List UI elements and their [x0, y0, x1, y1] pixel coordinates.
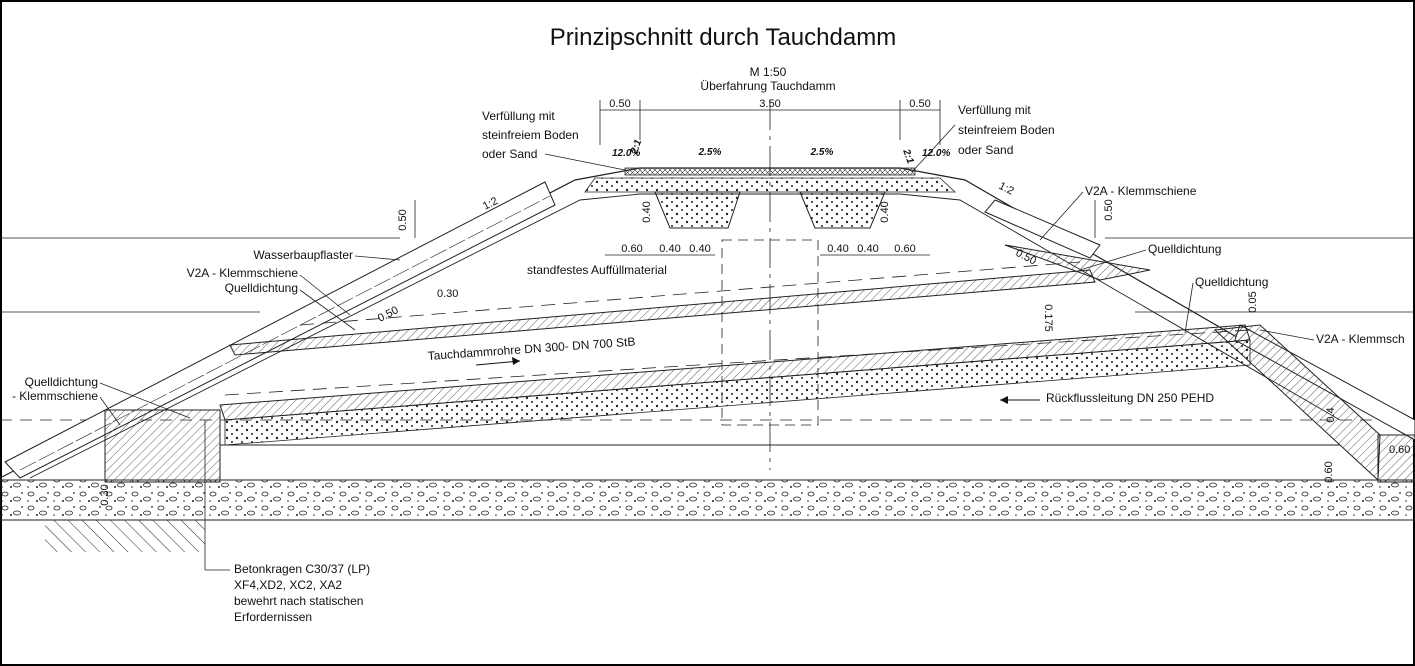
dim-trench-left: 0.40	[641, 201, 653, 222]
fill-left-line-1: steinfreiem Boden	[482, 128, 579, 142]
scale-label: M 1:50	[750, 65, 787, 79]
dim-left-030: 0.30	[437, 288, 458, 300]
slope-mid-left: 2.5%	[698, 147, 722, 158]
beton-line-3: Erfordernissen	[234, 610, 312, 624]
dim-left-050: 0.50	[376, 304, 401, 324]
shaft-outline	[721, 239, 819, 426]
fill-right-line-2: oder Sand	[958, 143, 1013, 157]
leader-quell-right-upper	[1079, 249, 1147, 271]
slope-left-pct: 12.0%	[612, 148, 640, 159]
top-dimension-line	[599, 100, 941, 145]
beton-line-1: XF4,XD2, XC2, XA2	[234, 578, 342, 592]
fill-right-line-0: Verfüllung mit	[958, 103, 1031, 117]
beton-line-0: Betonkragen C30/37 (LP)	[234, 562, 370, 576]
label-quell-right-lower: Quelldichtung	[1195, 275, 1268, 289]
dim-right-0175: 0.175	[1042, 304, 1054, 332]
return-pipe-dashed	[224, 329, 1251, 396]
dim-row-right-2: 0.60	[894, 243, 915, 255]
trench-left	[654, 191, 741, 229]
label-tauchdammrohre: Tauchdammrohre DN 300- DN 700 StB	[427, 335, 636, 363]
dim-right-04: 0.4	[1325, 407, 1337, 422]
dim-top-right: 0.50	[909, 98, 930, 110]
dim-top-left: 0.50	[609, 98, 630, 110]
label-standfest: standfestes Auffüllmaterial	[527, 263, 667, 277]
fill-left-line-0: Verfüllung mit	[482, 109, 555, 123]
slope-left-ratio: 2:1	[629, 138, 645, 157]
fill-left-line-2: oder Sand	[482, 147, 537, 161]
dim-row-right-1: 0.40	[857, 243, 878, 255]
gravel-foundation	[0, 479, 1415, 521]
label-rueckfluss: Rückflussleitung DN 250 PEHD	[1046, 391, 1214, 405]
slope-mid-right: 2.5%	[810, 147, 834, 158]
soil-hatch	[45, 520, 205, 552]
dim-row-left-2: 0.40	[689, 243, 710, 255]
leader-quell-left-lower	[99, 382, 191, 419]
leader-wasserbaupflaster	[354, 255, 401, 261]
concrete-collar-left	[104, 409, 221, 483]
fill-right-line-1: steinfreiem Boden	[958, 123, 1055, 137]
label-klemm-left-lower: - Klemmschiene	[12, 389, 98, 403]
leader-fill-left	[544, 153, 626, 171]
leader-klemm-left-lower	[99, 396, 121, 426]
dim-row-left-0: 0.60	[621, 243, 642, 255]
beton-line-2: bewehrt nach statischen	[234, 594, 363, 608]
dim-right-005: 0.05	[1247, 291, 1259, 312]
leader-v2a-right-upper	[1039, 191, 1084, 241]
label-quell-right-upper: Quelldichtung	[1148, 242, 1221, 256]
dim-left-030-bottom: 0.30	[99, 484, 111, 505]
slope-embank-right: 1:2	[997, 180, 1016, 198]
label-quell-left-upper: Quelldichtung	[225, 281, 298, 295]
label-v2a-left: V2A - Klemmschiene	[187, 266, 299, 280]
dim-right-060-b: 0.60	[1323, 461, 1335, 482]
dim-left-height: 0.50	[397, 209, 409, 230]
concrete-collar-right	[1377, 434, 1415, 483]
label-wasserbaupflaster: Wasserbaupflaster	[253, 248, 353, 262]
flow-arrow-left	[1000, 396, 1040, 404]
dim-right-height: 0.50	[1103, 199, 1115, 220]
leader-quell-right-lower	[1184, 282, 1194, 334]
slope-right-ratio: 2:1	[900, 147, 916, 166]
pipe-bedding	[224, 339, 1251, 446]
subtitle-label: Überfahrung Tauchdamm	[700, 79, 835, 93]
leader-fill-right	[911, 124, 956, 173]
dim-top-mid: 3.50	[759, 98, 780, 110]
page-title: Prinzipschnitt durch Tauchdamm	[550, 24, 896, 51]
leader-v2a-left	[299, 274, 351, 316]
dim-trench-right: 0.40	[879, 201, 891, 222]
dim-row-left-1: 0.40	[659, 243, 680, 255]
leader-quell-left	[299, 289, 356, 331]
trench-right	[799, 191, 886, 229]
label-quell-left-lower: Quelldichtung	[25, 375, 98, 389]
slope-right-pct: 12.0%	[922, 148, 950, 159]
leader-v2a-right-lower	[1259, 329, 1315, 341]
tauchdamm-pipe-upper	[229, 269, 1096, 356]
dim-right-060-a: 0.60	[1389, 444, 1410, 456]
label-v2a-right-upper: V2A - Klemmschiene	[1085, 184, 1197, 198]
flow-arrow-right	[475, 357, 521, 366]
dim-row-right-0: 0.40	[827, 243, 848, 255]
label-v2a-right-lower: V2A - Klemmsch	[1316, 332, 1405, 346]
